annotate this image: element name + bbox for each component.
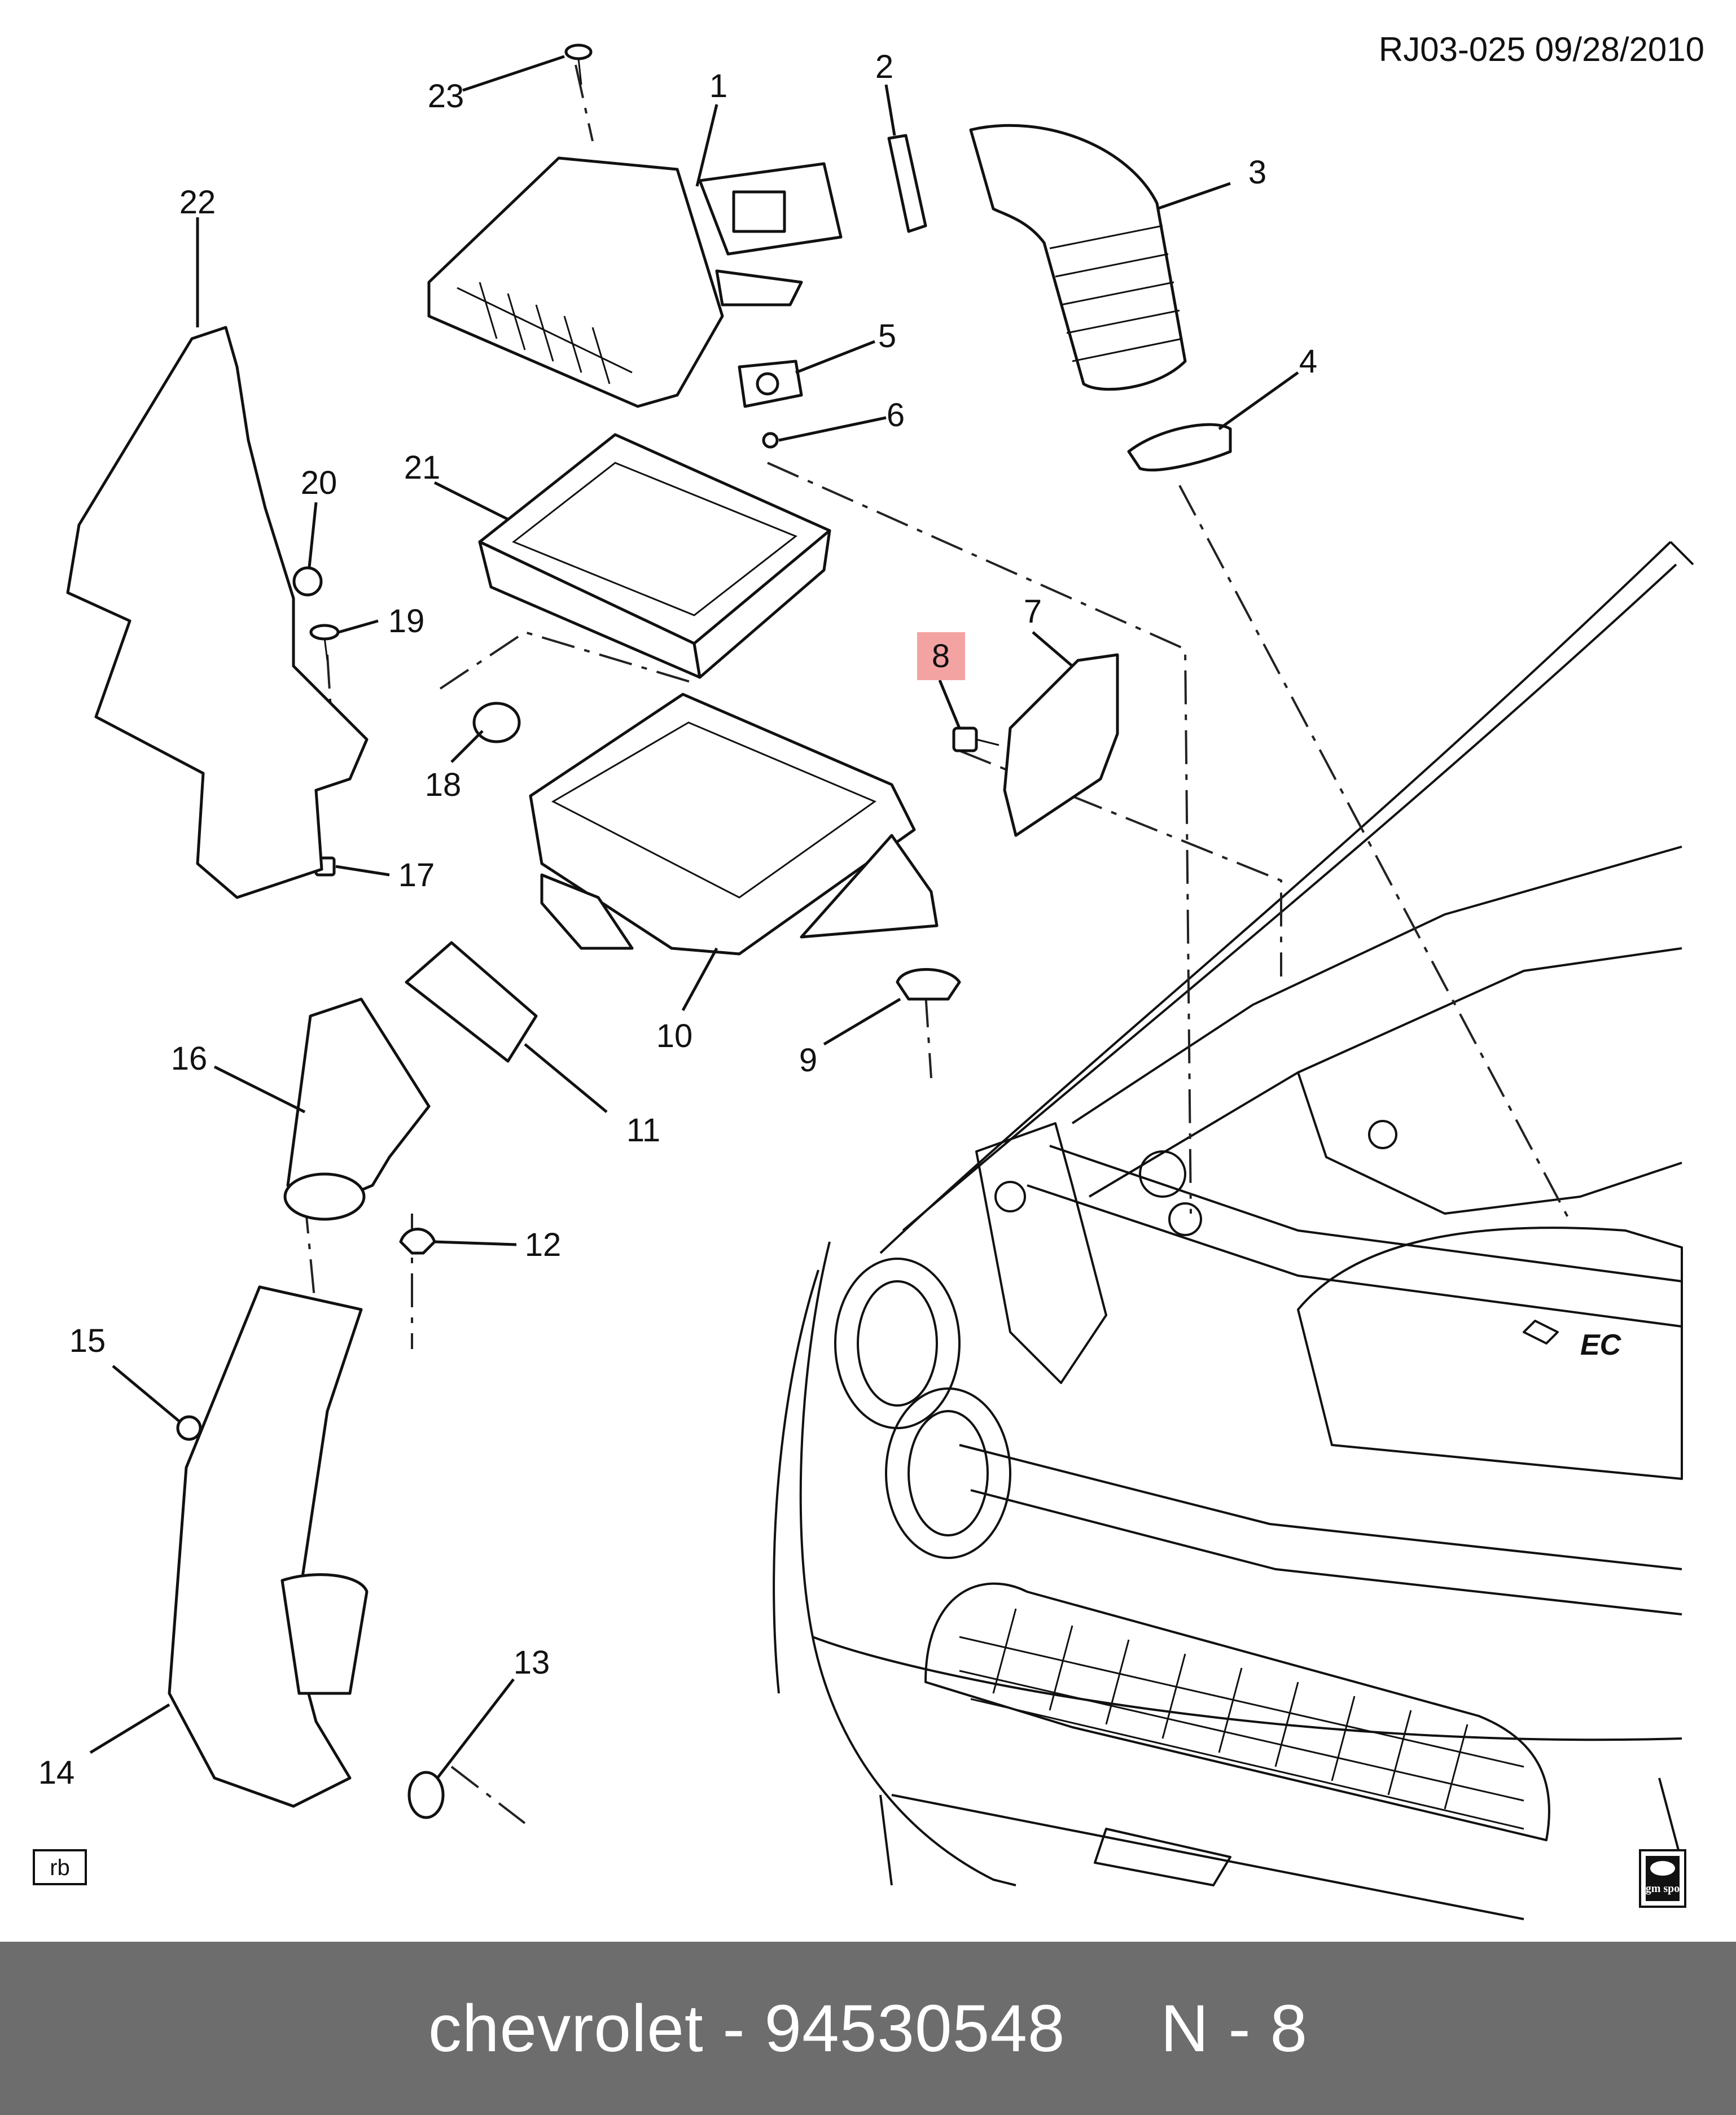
callout-13: 13 <box>514 1644 550 1681</box>
part-18-grommet <box>472 702 521 743</box>
part-15-retainer <box>176 1415 202 1441</box>
part-5-sensor <box>738 360 803 408</box>
callout-19: 19 <box>388 603 425 640</box>
callout-10: 10 <box>656 1018 693 1054</box>
part-11-seal <box>405 941 538 1063</box>
callout-14: 14 <box>38 1754 75 1791</box>
part-14-resonator <box>168 1285 369 1808</box>
leader-lines <box>89 55 1299 1779</box>
part-10-air-cleaner-housing <box>529 693 939 956</box>
part-23-screw <box>564 43 593 85</box>
part-1-air-cleaner-cover <box>427 156 843 408</box>
part-19-bolt <box>309 624 340 661</box>
page-code-box: rb <box>33 1849 87 1885</box>
part-21-air-filter <box>478 433 831 679</box>
grille-mesh <box>959 1608 1524 1830</box>
gm-spo-logo: gm spo <box>1639 1849 1686 1908</box>
callout-3: 3 <box>1248 154 1266 191</box>
part-22-deflector <box>66 326 369 899</box>
callout-2: 2 <box>875 49 893 85</box>
part-7-bracket <box>1003 653 1119 837</box>
part-13-grommet <box>407 1771 445 1819</box>
gm-spo-logo-text: gm spo <box>1646 1882 1680 1895</box>
callout-5: 5 <box>878 318 896 354</box>
part-20-pushpin <box>292 566 323 597</box>
footer-part-number: chevrolet - 94530548 N - 8 <box>428 1991 1308 2066</box>
footer-bar: chevrolet - 94530548 N - 8 <box>0 1942 1736 2115</box>
callout-23: 23 <box>428 78 464 115</box>
callout-21: 21 <box>404 449 441 486</box>
callout-1: 1 <box>709 68 727 104</box>
callout-18: 18 <box>425 767 462 803</box>
callout-17: 17 <box>398 857 435 894</box>
part-9-grommet <box>896 968 961 1001</box>
callout-8: 8 <box>932 638 950 675</box>
part-2-clamp <box>887 134 927 233</box>
page-code: rb <box>50 1855 70 1880</box>
part-12-pushpin <box>399 1228 436 1255</box>
part-8-retainer <box>952 726 999 752</box>
drawing-id: RJ03-025 09/28/2010 <box>1379 30 1704 68</box>
callout-22: 22 <box>179 184 216 221</box>
part-6-bolt <box>762 432 779 449</box>
callout-7: 7 <box>1024 593 1042 630</box>
callout-9: 9 <box>799 1042 817 1079</box>
svg-text:EC: EC <box>1580 1329 1622 1361</box>
callout-4: 4 <box>1299 343 1317 380</box>
part-16-elbow-duct <box>283 997 431 1221</box>
callout-20: 20 <box>301 465 337 501</box>
part-4-clamp <box>1127 423 1232 472</box>
part-3-intake-duct <box>969 124 1187 391</box>
callout-12: 12 <box>525 1227 562 1263</box>
callout-15: 15 <box>69 1323 106 1359</box>
vehicle-front-outline: EC <box>773 541 1694 1920</box>
callout-11: 11 <box>626 1112 660 1149</box>
parts-diagram: RJ03-025 09/28/2010 EC <box>33 30 1704 1920</box>
callout-16: 16 <box>171 1040 208 1077</box>
callout-8-highlight <box>917 632 965 680</box>
callout-labels: 1 2 3 4 5 6 7 8 9 10 11 12 13 14 15 16 1… <box>38 49 1317 1791</box>
callout-6: 6 <box>887 397 905 433</box>
